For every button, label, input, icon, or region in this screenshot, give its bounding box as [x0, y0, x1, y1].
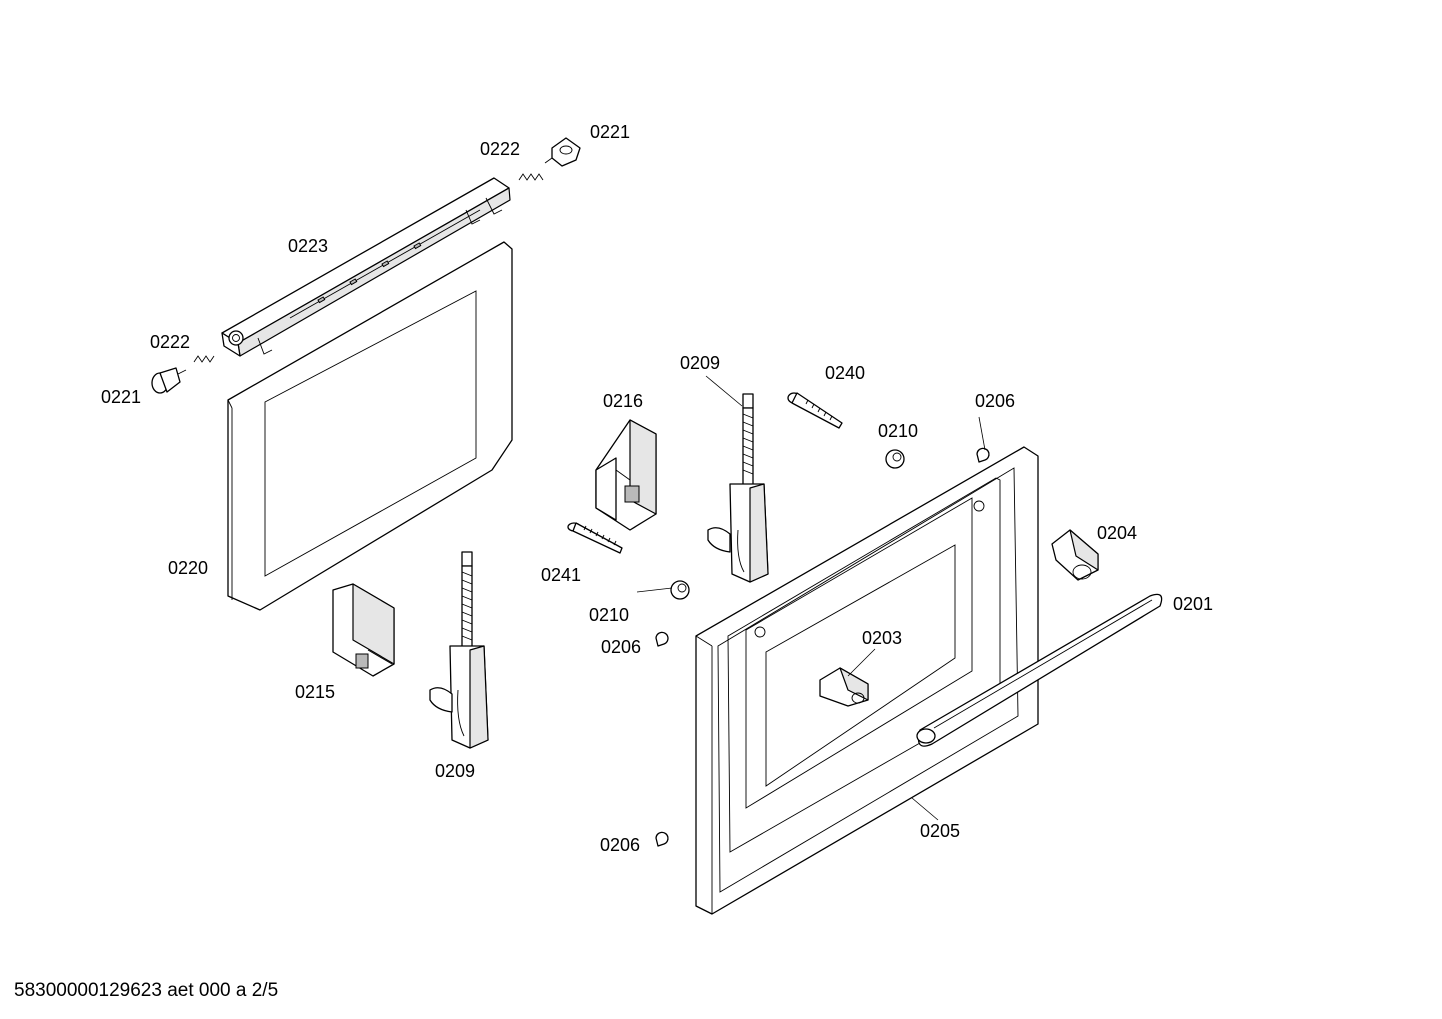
callout-0209-bottom: 0209 [435, 761, 475, 781]
leader-lines [636, 375, 986, 821]
callout-0221-top: 0221 [590, 122, 630, 142]
part-0221-knob-left [151, 367, 187, 394]
callout-0215: 0215 [295, 682, 335, 702]
part-0206-clip-upper [976, 447, 990, 463]
callout-0206-mid: 0206 [601, 637, 641, 657]
callout-0206-lower: 0206 [600, 835, 640, 855]
callout-0204: 0204 [1097, 523, 1137, 543]
part-0241-screw [567, 522, 623, 554]
callout-0241: 0241 [541, 565, 581, 585]
part-0240-screw [787, 392, 843, 429]
part-0222-spring-left [193, 355, 215, 363]
part-0206-clip-lower [655, 831, 669, 847]
callout-0216: 0216 [603, 391, 643, 411]
part-0206-clip-mid [655, 631, 669, 647]
callout-0210-upper: 0210 [878, 421, 918, 441]
part-0203-catch [819, 667, 869, 707]
part-0209-hinge-upper [707, 393, 769, 583]
callout-0220: 0220 [168, 558, 208, 578]
callout-0201: 0201 [1173, 594, 1213, 614]
part-0221-knob-top [544, 137, 581, 167]
part-0222-spring-top [518, 173, 544, 181]
callout-0222-left: 0222 [150, 332, 190, 352]
callout-0206-upper: 0206 [975, 391, 1015, 411]
callout-0240: 0240 [825, 363, 865, 383]
callout-0222-top: 0222 [480, 139, 520, 159]
part-0216-bracket [595, 419, 657, 531]
callout-0203: 0203 [862, 628, 902, 648]
part-0204-end-cap [1051, 529, 1099, 581]
part-0201-handle [916, 593, 1163, 747]
part-0215-bracket [332, 583, 395, 677]
callout-0223: 0223 [288, 236, 328, 256]
callout-0209-top: 0209 [680, 353, 720, 373]
callout-0205: 0205 [920, 821, 960, 841]
part-0223-door-top-strip [221, 177, 511, 357]
part-0209-hinge-lower [429, 551, 489, 749]
part-0210-nut-upper [885, 449, 905, 469]
drawing-code: 58300000129623 aet 000 a 2/5 [14, 980, 279, 1001]
part-0220-inner-glass [227, 241, 513, 611]
callout-0221-left: 0221 [101, 387, 141, 407]
part-0205-outer-door-panel [695, 446, 1039, 915]
part-0210-nut-lower [670, 580, 690, 600]
callout-0210-lower: 0210 [589, 605, 629, 625]
